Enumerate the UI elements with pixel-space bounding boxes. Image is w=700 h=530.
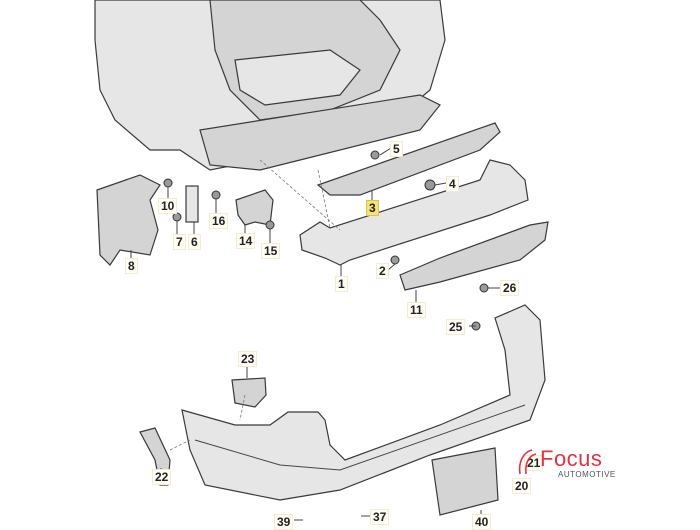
label-25[interactable]: 25: [446, 319, 466, 335]
label-14[interactable]: 14: [236, 233, 256, 249]
label-7[interactable]: 7: [173, 234, 186, 250]
bolt-2: [390, 255, 400, 265]
label-1[interactable]: 1: [335, 276, 348, 292]
bumper-reinforcement-1: [299, 159, 529, 266]
label-15[interactable]: 15: [261, 243, 281, 259]
bolt-5: [370, 150, 380, 160]
label-5[interactable]: 5: [390, 141, 403, 157]
bracket-14: [235, 189, 274, 226]
foam-absorber-11: [399, 221, 549, 291]
label-20[interactable]: 20: [512, 478, 532, 494]
focus-automotive-logo: Focus AUTOMOTIVE: [512, 446, 616, 479]
bolt-16: [211, 190, 221, 200]
trunk-floor-inner: [234, 49, 361, 106]
bumper-cover: [181, 304, 546, 501]
bracket-6: [185, 185, 199, 223]
label-23[interactable]: 23: [238, 351, 258, 367]
label-39[interactable]: 39: [274, 514, 294, 530]
leader-lines: [130, 147, 500, 521]
rear-panel: [199, 94, 441, 171]
energy-absorber-3: [316, 122, 501, 196]
label-26[interactable]: 26: [500, 280, 520, 296]
logo-subtitle: AUTOMOTIVE: [558, 470, 616, 479]
license-plate-holder-40: [431, 447, 499, 516]
logo-swoosh-icon: [518, 449, 537, 475]
logo-name: Focus: [540, 446, 603, 471]
label-8[interactable]: 8: [125, 258, 138, 274]
clip-26: [479, 283, 489, 293]
label-2[interactable]: 2: [376, 263, 389, 279]
label-37[interactable]: 37: [370, 509, 390, 525]
nut-4: [424, 179, 436, 191]
label-4[interactable]: 4: [446, 176, 459, 192]
label-16[interactable]: 16: [209, 213, 229, 229]
label-6[interactable]: 6: [188, 234, 201, 250]
label-22[interactable]: 22: [152, 469, 172, 485]
label-10[interactable]: 10: [158, 198, 178, 214]
nut-15: [265, 220, 275, 230]
label-11[interactable]: 11: [407, 302, 426, 318]
label-3[interactable]: 3: [366, 200, 379, 216]
label-40[interactable]: 40: [472, 514, 492, 530]
nut-7: [172, 212, 182, 222]
side-bracket-8: [96, 174, 161, 266]
bumper-crease: [194, 404, 526, 471]
cover-cap-23: [231, 377, 267, 408]
nut-10: [163, 178, 173, 188]
